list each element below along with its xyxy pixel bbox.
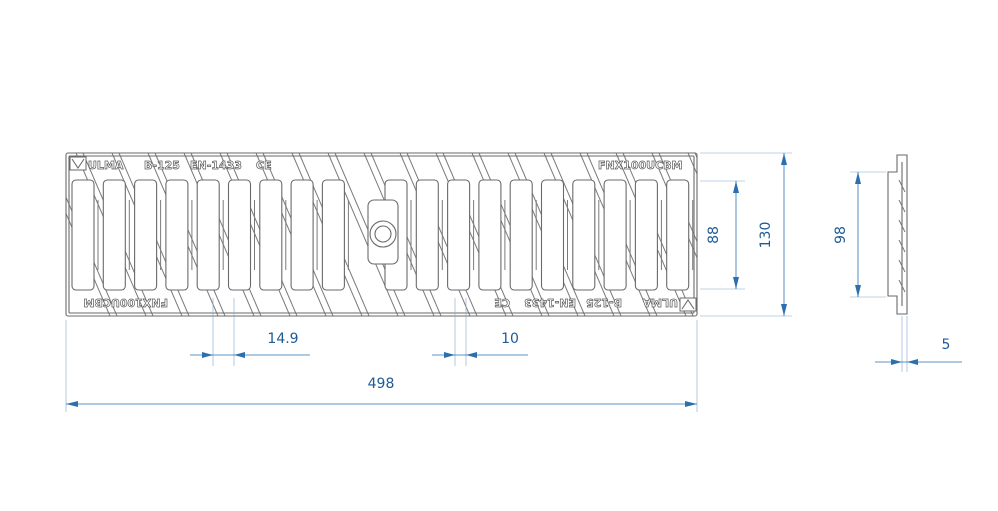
brand-label-bottom: ULMA [642, 296, 678, 309]
grate-slot [603, 179, 627, 291]
grate-slot [102, 179, 126, 291]
logo-bottom [679, 297, 697, 312]
logo-top [69, 156, 87, 171]
grate-slot [572, 179, 596, 291]
grate-slot [227, 179, 252, 291]
center-fixing-boss [367, 199, 399, 265]
standard-label-bottom: EN-1433 [524, 296, 576, 309]
total-length-value: 498 [368, 376, 395, 392]
grate-slot [259, 179, 283, 291]
load-class-label-top: B-125 [144, 159, 180, 172]
hatch-line [687, 153, 697, 316]
grate-slot [447, 179, 471, 291]
side-height-value: 98 [833, 226, 849, 244]
dimension-slot-length: 88 [700, 180, 745, 290]
grate-slot [71, 179, 95, 291]
grate-slot [478, 179, 502, 291]
grate-slot [321, 179, 345, 291]
grate-slot [165, 179, 189, 291]
dimension-thickness: 5 [875, 316, 962, 372]
grate-top-view: ULMA B-125 EN-1433 CE FNX100UCBM ULMA B-… [65, 152, 698, 317]
grate-side-view [887, 154, 908, 315]
total-width-value: 130 [758, 222, 774, 249]
dimension-side-height: 98 [833, 171, 886, 298]
brand-label-top: ULMA [88, 159, 124, 172]
grate-slot [634, 179, 658, 291]
dimension-slot-gap: 10 [432, 298, 528, 366]
grate-outline [65, 152, 698, 317]
grate-slot [196, 179, 220, 291]
load-class-label-bottom: B-125 [586, 296, 622, 309]
ce-mark-top: CE [256, 159, 272, 172]
grate-slot [509, 179, 533, 291]
grate-slot [415, 179, 439, 291]
dimension-total-length: 498 [65, 320, 698, 412]
grate-slot [290, 179, 314, 291]
bar-pitch-value: 14.9 [267, 331, 298, 347]
dimension-total-width: 130 [700, 152, 792, 317]
ce-mark-bottom: CE [494, 296, 510, 309]
thickness-value: 5 [942, 337, 951, 353]
grate-slot [666, 179, 690, 291]
dimension-bar-pitch: 14.9 [190, 298, 310, 366]
standard-label-top: EN-1433 [190, 159, 242, 172]
model-code-label-bottom: FNX100UCBM [84, 296, 169, 309]
grate-slot [540, 179, 565, 291]
grate-slot [134, 179, 158, 291]
model-code-label-top: FNX100UCBM [598, 159, 683, 172]
slot-gap-value: 10 [501, 331, 519, 347]
slot-length-value: 88 [706, 226, 722, 244]
grate-inner-outline [68, 155, 695, 314]
